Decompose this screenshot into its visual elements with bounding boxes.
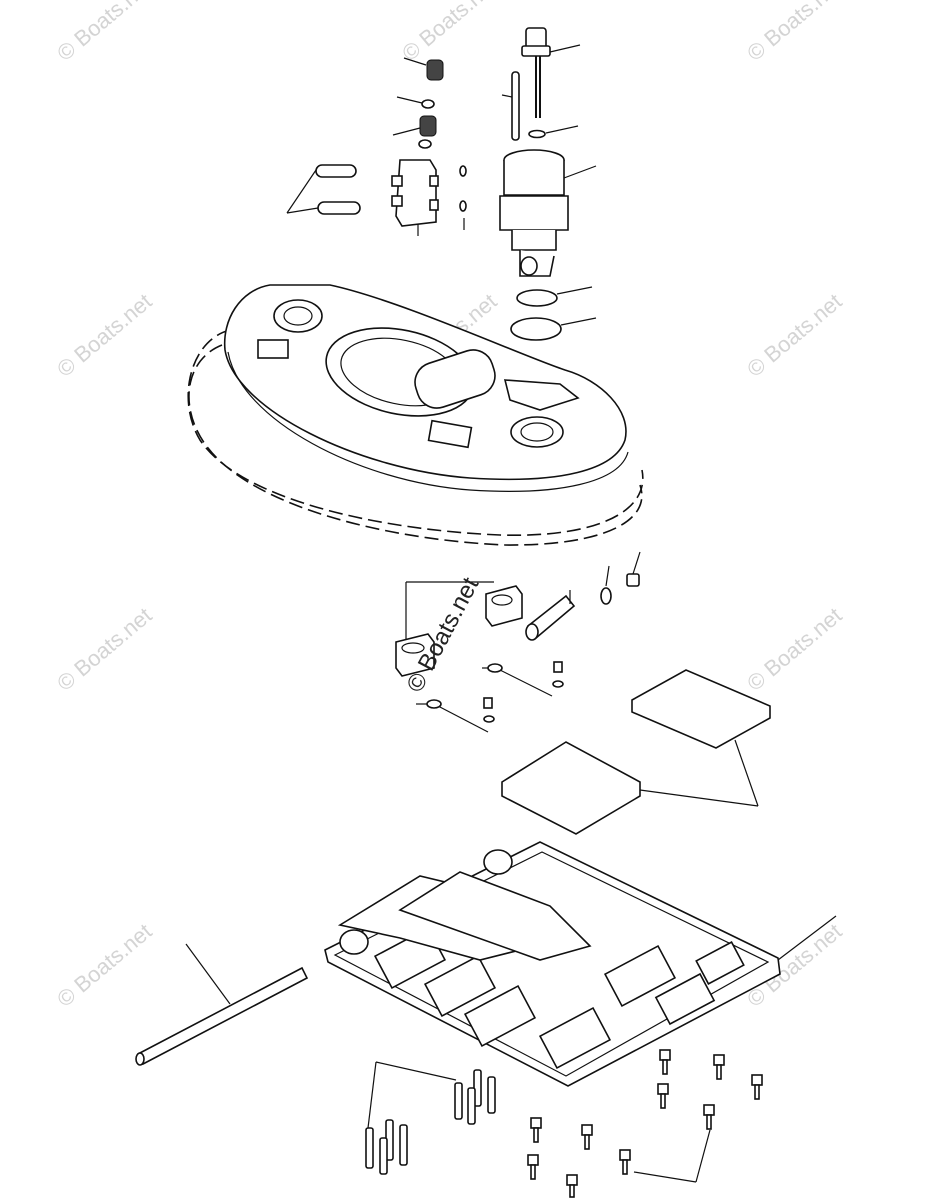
watermark: © Boats.net [52,919,156,1012]
watermark-layer: © Boats.net © Boats.net © Boats.net © Bo… [52,0,846,1012]
watermark: © Boats.net [397,0,501,66]
watermark: © Boats.net [742,0,846,66]
top-fittings-group [286,27,597,341]
housing-plate [187,284,644,546]
watermark: © Boats.net [742,603,846,696]
middle-hardware-group [395,551,771,835]
bottom-frame-group [324,841,837,1087]
watermark: © Boats.net [52,0,156,66]
bolts-group [365,1049,763,1198]
watermark: © Boats.net [742,289,846,382]
watermark: © Boats.net [52,289,156,382]
watermark: © Boats.net [52,603,156,696]
center-watermark: © Boats.net [401,573,484,697]
pin-rod [135,943,309,1066]
